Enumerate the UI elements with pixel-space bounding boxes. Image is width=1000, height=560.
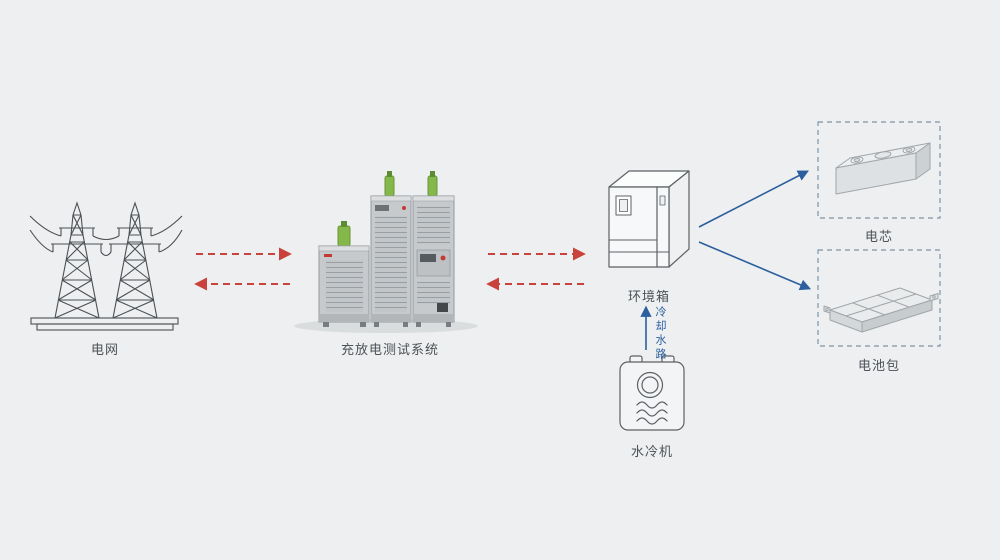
caster <box>416 322 421 327</box>
arrow-chamber-to-cell <box>698 170 809 228</box>
cooling-line-label: 冷却水路 <box>654 306 666 362</box>
tower-left <box>50 202 104 319</box>
water-wave-icon <box>636 417 668 425</box>
status-light-red <box>402 206 406 210</box>
chamber-label: 环境箱 <box>627 289 670 304</box>
test-cabinets-illustration <box>294 171 478 333</box>
pack-label: 电池包 <box>857 358 900 373</box>
power-flow-arrows <box>194 247 586 291</box>
cabinet-right <box>412 171 455 327</box>
tester-label: 充放电测试系统 <box>340 342 439 357</box>
vent-grille <box>417 206 450 244</box>
battery-cell-illustration <box>835 142 931 195</box>
cell-vent <box>874 151 892 159</box>
signal-arrows <box>640 170 812 350</box>
battery-pack-illustration <box>823 287 939 333</box>
green-connector-tip <box>387 171 392 177</box>
caster <box>323 322 329 327</box>
caster <box>360 322 366 327</box>
power-button-red <box>440 255 446 261</box>
caster <box>374 322 379 327</box>
green-connector-icon <box>384 175 395 197</box>
green-connector-icon <box>337 225 351 247</box>
caster <box>403 322 408 327</box>
arrow-chamber-to-pack <box>698 241 812 291</box>
vent-grille <box>375 216 407 312</box>
chamber-controller <box>659 195 666 206</box>
display-panel <box>420 254 436 262</box>
cell-dashed-box <box>817 121 941 219</box>
cell-label: 电芯 <box>864 229 893 244</box>
water-chiller-illustration <box>619 355 685 431</box>
caster <box>446 322 451 327</box>
tower-base-upper <box>30 317 179 325</box>
green-connector-tip <box>430 171 435 177</box>
water-wave-icon <box>636 401 668 409</box>
socket-panel <box>437 303 448 312</box>
green-connector-icon <box>427 175 438 197</box>
transmission-towers-illustration <box>29 202 183 331</box>
vent-grille <box>417 282 450 304</box>
control-panel <box>416 249 451 277</box>
power-lines <box>29 215 183 257</box>
chiller-label: 水冷机 <box>630 444 673 459</box>
cabinet-left <box>318 221 370 327</box>
display-panel <box>375 205 389 211</box>
grid-label: 电网 <box>90 342 119 357</box>
chiller-fan-icon <box>636 371 664 399</box>
environment-chamber-illustration <box>608 170 690 268</box>
status-light-red <box>324 254 332 257</box>
pack-dashed-box <box>817 249 941 347</box>
water-wave-icon <box>636 409 668 417</box>
green-connector-tip <box>341 221 347 227</box>
vent-grille <box>326 260 363 312</box>
tower-base-lower <box>36 323 174 331</box>
tower-right <box>108 202 162 319</box>
cabinet-middle <box>370 171 412 327</box>
